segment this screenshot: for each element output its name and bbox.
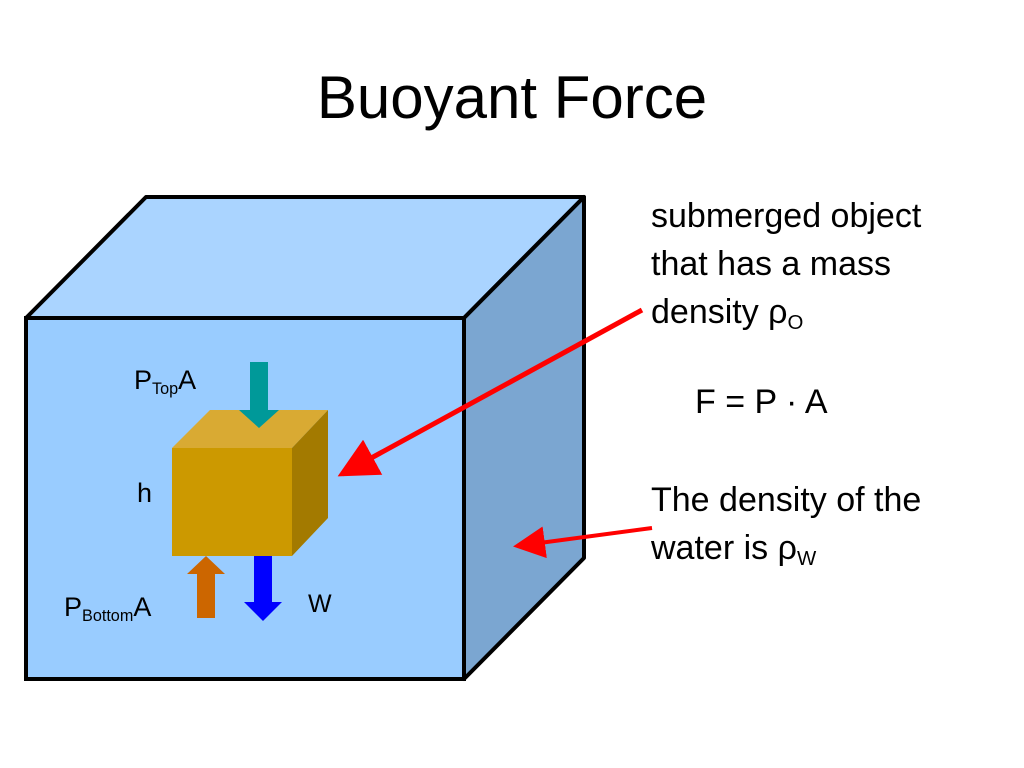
block-side-face (292, 410, 328, 556)
water-density-note: The density of the water is ρW (651, 476, 921, 572)
object-density-note: submerged object that has a mass density… (651, 192, 921, 336)
bottom-pressure-subscript: Bottom (82, 606, 134, 625)
object-pointer-arrow (337, 307, 644, 477)
weight-arrow (244, 556, 282, 621)
top-pressure-subscript: Top (152, 379, 179, 398)
water-density-subscript: W (796, 548, 817, 571)
top-pressure-label: PTopA (134, 365, 197, 398)
top-pressure-area: A (178, 365, 197, 395)
force-formula: F = P · A (695, 383, 828, 421)
object-note-line-1: submerged object (651, 197, 922, 235)
bottom-pressure-area: A (133, 592, 152, 622)
water-pointer-arrow (513, 526, 653, 559)
slide-title: Buoyant Force (316, 64, 708, 131)
object-note-line-3: density ρO (651, 288, 921, 336)
bottom-pressure-symbol: P (64, 592, 83, 622)
water-density-text: water is ρ (651, 529, 797, 567)
bottom-pressure-label: PBottomA (64, 592, 152, 625)
top-pressure-symbol: P (134, 365, 153, 395)
weight-label: W (308, 590, 332, 618)
bottom-pressure-arrow (187, 556, 225, 618)
block-top-face (172, 410, 328, 448)
object-density-text: density ρ (651, 293, 788, 331)
object-density-subscript: O (787, 312, 804, 335)
water-note-line-1: The density of the (651, 481, 922, 519)
submerged-block (172, 410, 328, 556)
object-note-line-2: that has a mass (651, 245, 892, 283)
height-label: h (137, 478, 153, 508)
top-pressure-arrow (239, 362, 279, 428)
block-front-face (172, 448, 292, 556)
water-note-line-2: water is ρW (651, 524, 921, 572)
